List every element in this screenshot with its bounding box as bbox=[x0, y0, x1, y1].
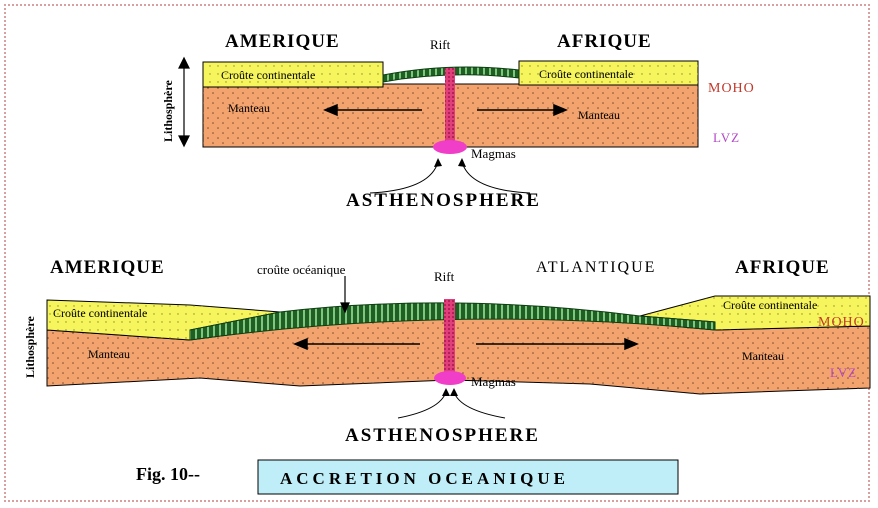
bottom-flow-arrow-left bbox=[398, 392, 446, 418]
bottom-right-continent: AFRIQUE bbox=[735, 257, 830, 278]
top-asthenosphere-label: ASTHENOSPHERE bbox=[346, 190, 541, 211]
figure-number: Fig. 10-- bbox=[136, 464, 200, 484]
top-rift bbox=[445, 68, 455, 144]
top-crust-left-label: Croûte continentale bbox=[221, 68, 315, 82]
bottom-mantle-right-label: Manteau bbox=[742, 349, 784, 363]
ocean-label: ATLANTIQUE bbox=[536, 259, 656, 276]
bottom-moho-label: MOHO bbox=[818, 315, 865, 330]
top-lvz-label: LVZ bbox=[713, 130, 740, 145]
bottom-asthenosphere-label: ASTHENOSPHERE bbox=[345, 425, 540, 446]
bottom-diagram: Lithosphère AMERIQUE AFRIQUE ATLANTIQUE … bbox=[23, 257, 870, 446]
top-left-continent: AMERIQUE bbox=[225, 31, 340, 52]
oceanic-crust-label: croûte océanique bbox=[257, 262, 346, 277]
oceanic-crust-pointer bbox=[341, 276, 349, 312]
caption-title: ACCRETION OCEANIQUE bbox=[280, 469, 569, 488]
bottom-magma-label: Magmas bbox=[471, 374, 516, 389]
top-flow-arrow-right bbox=[462, 162, 530, 193]
top-mantle-left-label: Manteau bbox=[228, 101, 270, 115]
top-moho-label: MOHO bbox=[708, 81, 755, 96]
top-flow-arrow-left bbox=[370, 162, 438, 193]
bottom-lithosphere-label: Lithosphère bbox=[23, 316, 37, 378]
top-crust-right-label: Croûte continentale bbox=[539, 67, 633, 81]
top-magma-chamber bbox=[433, 140, 467, 154]
top-right-continent: AFRIQUE bbox=[557, 31, 652, 52]
bottom-rift bbox=[444, 299, 455, 377]
bottom-rift-label: Rift bbox=[434, 269, 455, 284]
bottom-crust-right-label: Croûte continentale bbox=[723, 298, 817, 312]
bottom-mantle-left-label: Manteau bbox=[88, 347, 130, 361]
bottom-crust-left-label: Croûte continentale bbox=[53, 306, 147, 320]
bottom-flow-arrow-right bbox=[454, 392, 505, 418]
top-rift-label: Rift bbox=[430, 37, 451, 52]
bottom-left-continent: AMERIQUE bbox=[50, 257, 165, 278]
top-magma-label: Magmas bbox=[471, 146, 516, 161]
top-mantle-right-label: Manteau bbox=[578, 108, 620, 122]
bottom-lvz-label: LVZ bbox=[830, 365, 857, 380]
bottom-magma-chamber bbox=[434, 371, 466, 385]
caption: Fig. 10-- ACCRETION OCEANIQUE bbox=[136, 460, 678, 494]
top-diagram: Lithosphère AMERIQUE AFRIQUE Rift Croûte… bbox=[161, 31, 755, 211]
top-lithosphere-label: Lithosphère bbox=[161, 80, 175, 142]
top-lithosphere-bracket bbox=[179, 58, 189, 146]
